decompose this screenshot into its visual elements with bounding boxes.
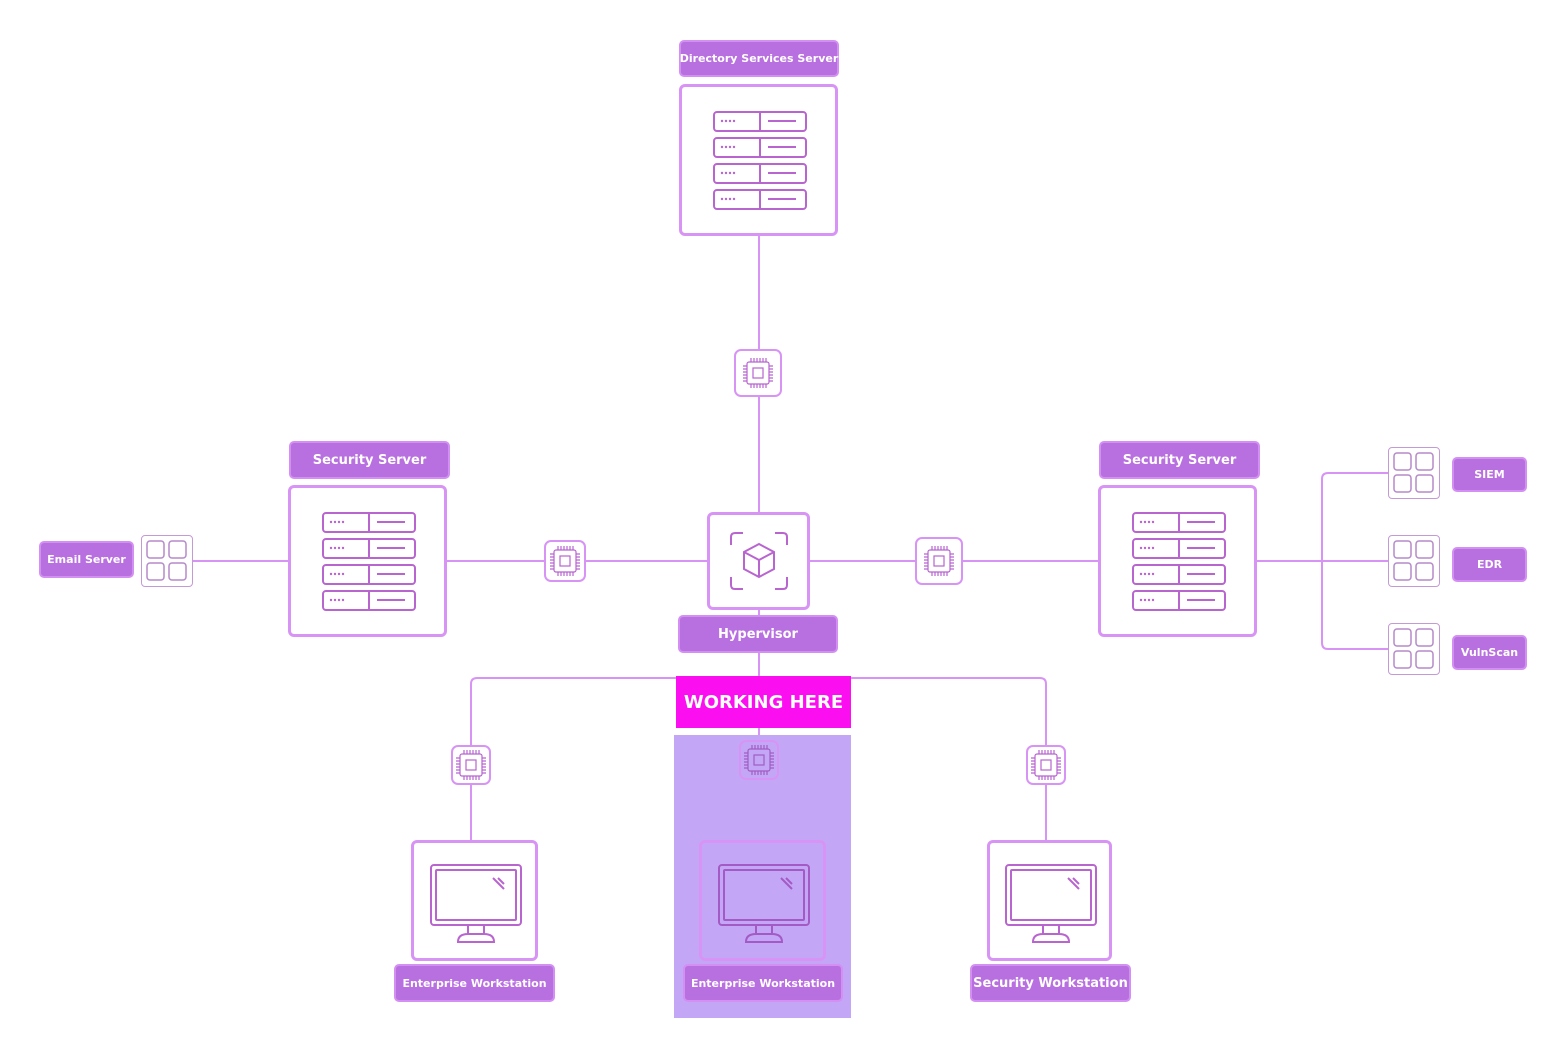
server-rack-icon [713, 111, 807, 210]
working-here-banner: WORKING HERE [676, 676, 851, 728]
enterprise-workstation-center-label: Enterprise Workstation [683, 964, 843, 1002]
connector-chip-top[interactable] [734, 349, 782, 397]
enterprise-workstation-left-node[interactable] [411, 840, 538, 961]
grid-apps-icon [1393, 452, 1434, 493]
cpu-chip-icon [743, 358, 773, 388]
connector-chip-right[interactable] [915, 537, 963, 585]
edr-node[interactable] [1388, 535, 1440, 587]
grid-apps-icon [1393, 628, 1434, 669]
connector-chip-bottom-right[interactable] [1026, 745, 1066, 785]
security-server-right-node[interactable] [1098, 485, 1257, 637]
connector-chip-bottom-left[interactable] [451, 745, 491, 785]
monitor-icon [1005, 864, 1097, 943]
enterprise-workstation-left-label: Enterprise Workstation [394, 964, 555, 1002]
vulnscan-node[interactable] [1388, 623, 1440, 675]
grid-apps-icon [146, 540, 187, 581]
email-server-label: Email Server [39, 541, 134, 578]
hypervisor-label: Hypervisor [678, 615, 838, 653]
security-workstation-label: Security Workstation [970, 964, 1131, 1002]
siem-label: SIEM [1452, 457, 1527, 492]
server-rack-icon [322, 512, 416, 611]
cpu-chip-icon [744, 745, 774, 775]
security-server-right-label: Security Server [1099, 441, 1260, 479]
vulnscan-label: VulnScan [1452, 635, 1527, 670]
directory-services-node[interactable] [679, 84, 838, 236]
enterprise-workstation-center-node[interactable] [699, 840, 826, 961]
cpu-chip-icon [456, 750, 486, 780]
edr-label: EDR [1452, 547, 1527, 582]
security-workstation-node[interactable] [987, 840, 1112, 961]
server-rack-icon [1132, 512, 1226, 611]
cpu-chip-icon [924, 546, 954, 576]
cpu-chip-icon [550, 546, 580, 576]
connector-chip-bottom-center[interactable] [739, 740, 779, 780]
directory-services-label: Directory Services Server [679, 40, 839, 77]
siem-node[interactable] [1388, 447, 1440, 499]
connector-chip-left[interactable] [544, 540, 586, 582]
grid-apps-icon [1393, 540, 1434, 581]
security-server-left-label: Security Server [289, 441, 450, 479]
hypervisor-node[interactable] [707, 512, 810, 610]
monitor-icon [430, 864, 522, 943]
cube-icon [730, 532, 788, 590]
cpu-chip-icon [1031, 750, 1061, 780]
monitor-icon [718, 864, 810, 943]
email-server-node[interactable] [141, 535, 193, 587]
security-server-left-node[interactable] [288, 485, 447, 637]
